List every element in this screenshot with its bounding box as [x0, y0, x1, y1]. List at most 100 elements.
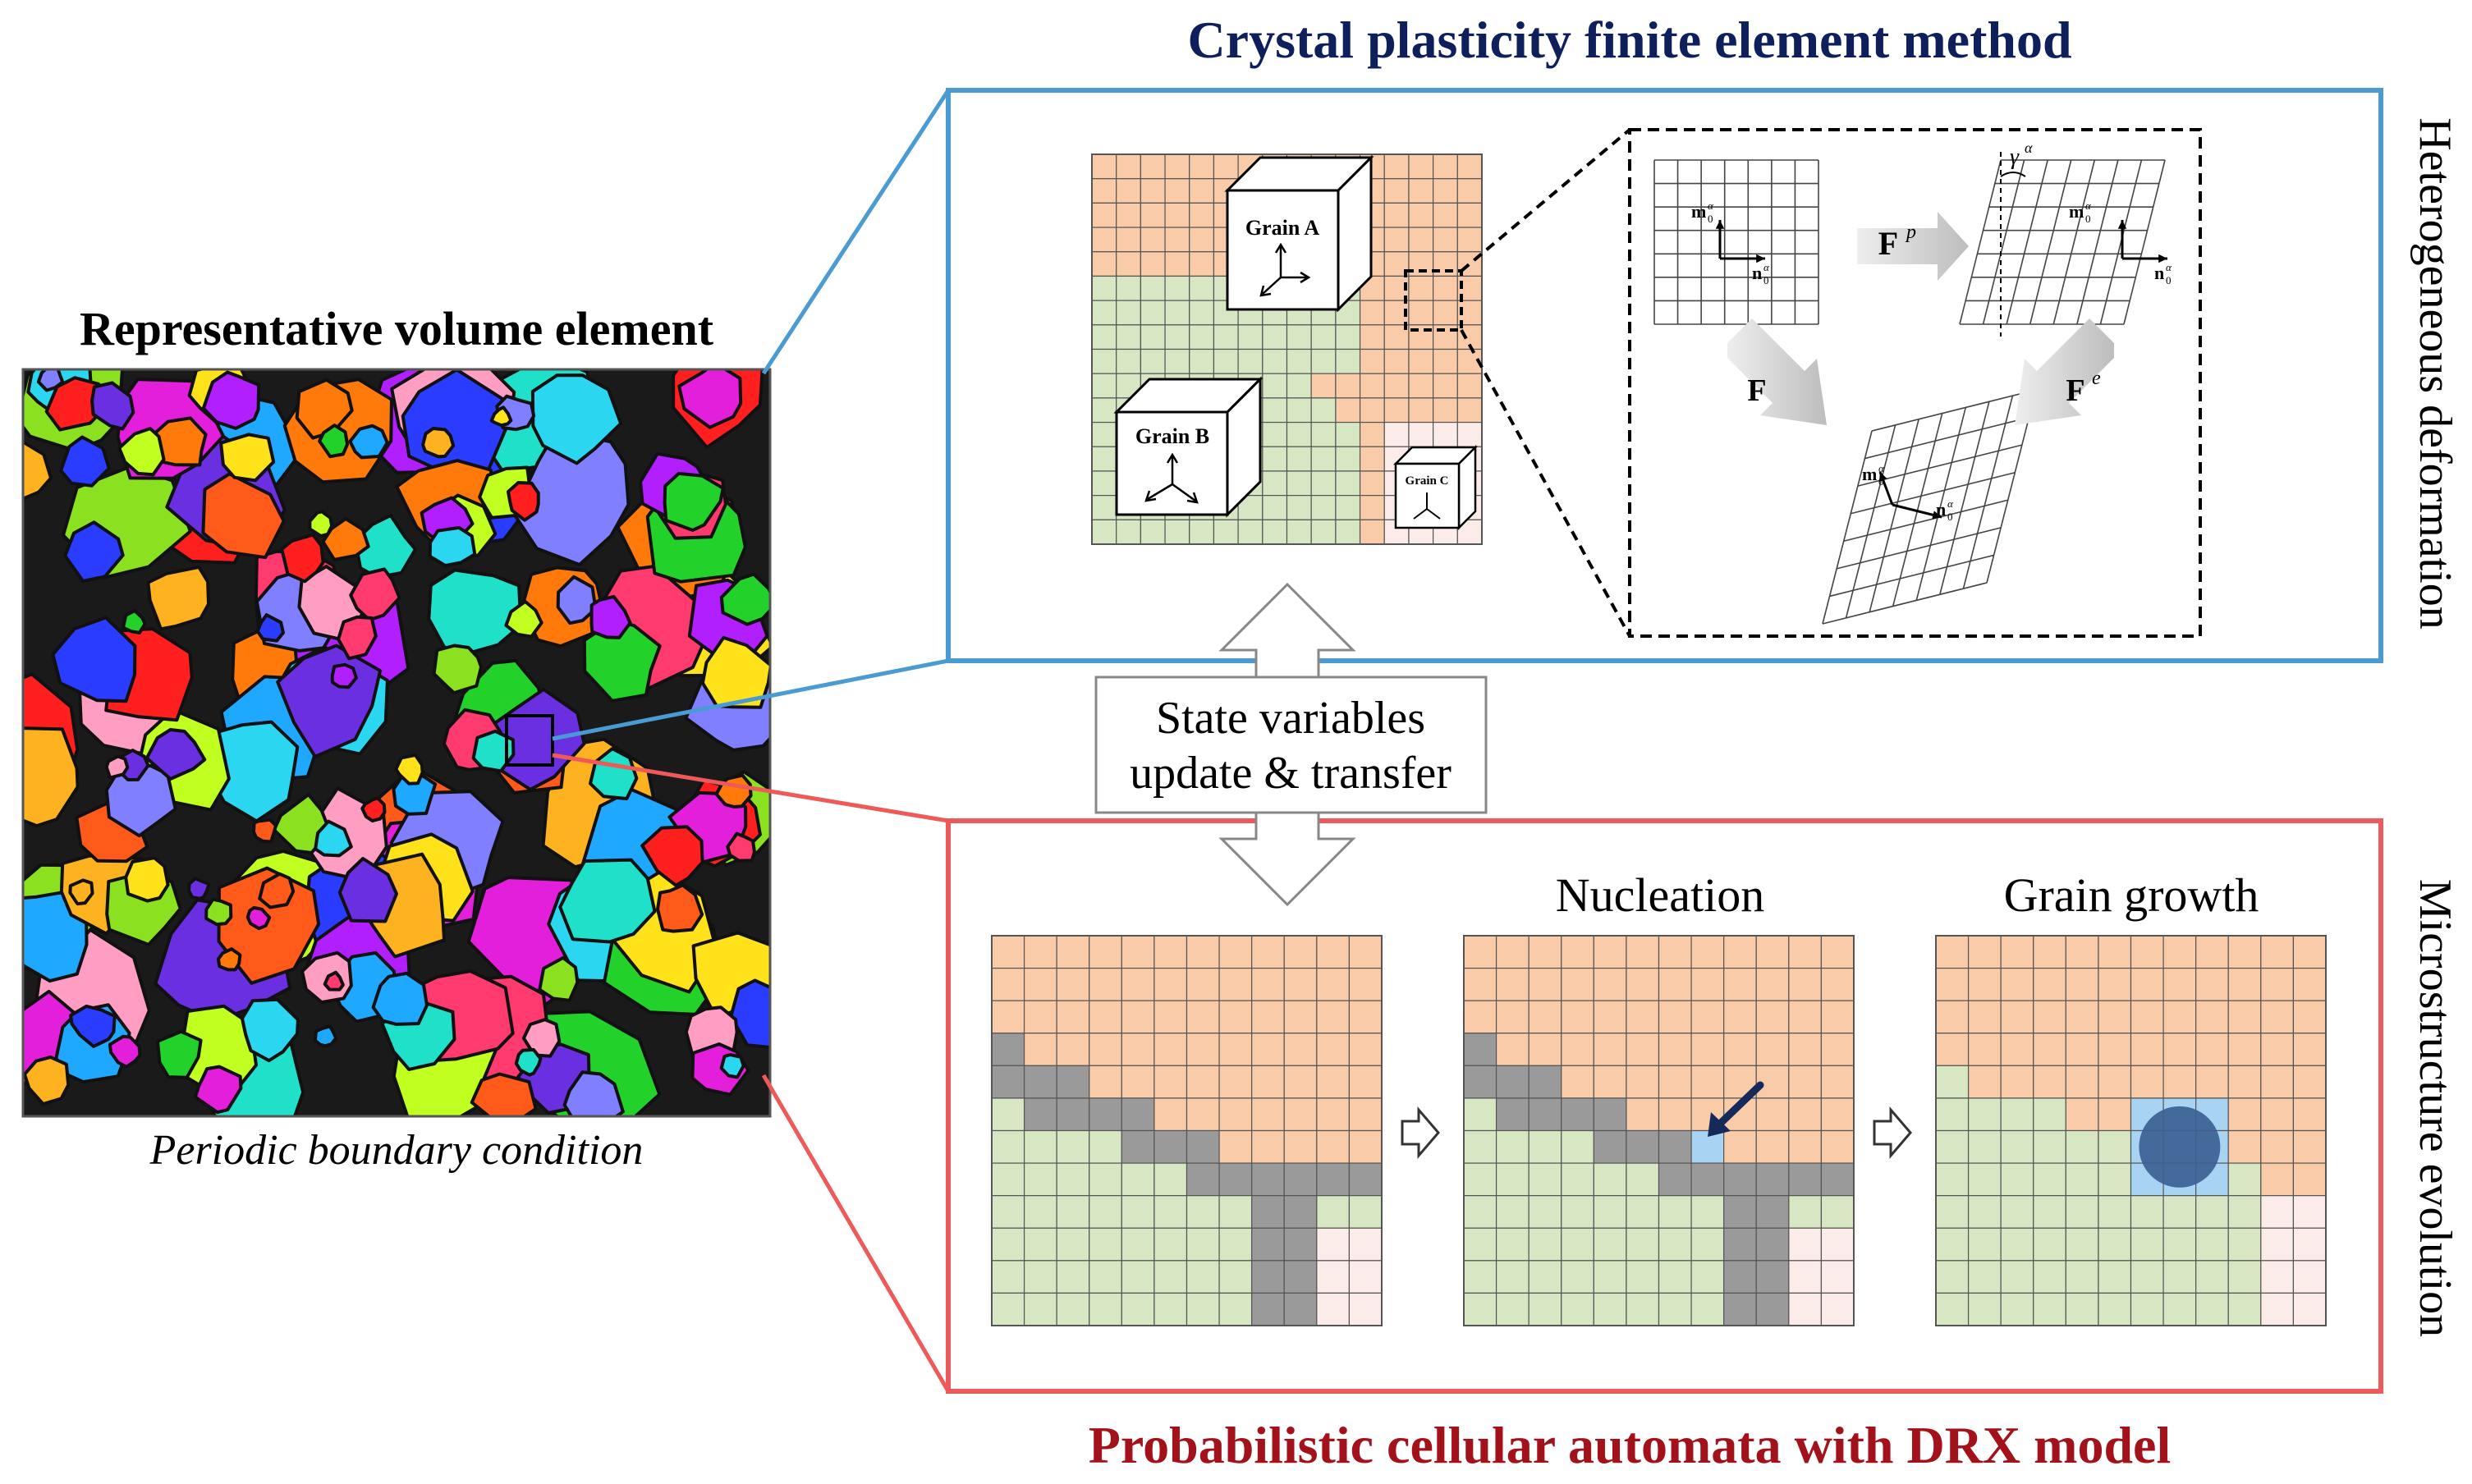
plastic-grid: [1959, 159, 2166, 325]
ca-cell: [1348, 1292, 1383, 1326]
ca-cell: [1626, 1129, 1660, 1164]
mesh-cell: [1116, 519, 1141, 545]
ca-cell: [1690, 1260, 1725, 1294]
ca-cell: [1495, 935, 1530, 969]
ca-cell: [2195, 967, 2229, 1001]
ca-cell: [2130, 967, 2164, 1001]
mesh-cell: [1116, 227, 1141, 253]
rve-grain: [68, 878, 94, 906]
connector-red-top: [552, 753, 949, 823]
ca-cell: [2000, 1097, 2034, 1132]
ca-cell: [1935, 967, 1970, 1001]
mesh-cell: [1213, 348, 1239, 374]
ca-cell: [1788, 1292, 1823, 1326]
ca-cell: [2098, 1260, 2132, 1294]
ca-cell: [2260, 1162, 2295, 1197]
mesh-cell: [1408, 373, 1434, 399]
mesh-cell: [1310, 421, 1337, 447]
ca-cell: [2195, 1000, 2229, 1034]
ca-cell: [1967, 935, 2002, 969]
shear-angle-label: γ α: [2010, 140, 2033, 170]
ca-cell: [1788, 1129, 1823, 1164]
m-sub: 0: [1708, 213, 1713, 225]
mesh-cell: [1433, 275, 1458, 301]
grid-line: [1869, 419, 1919, 612]
ca-cell: [2227, 935, 2262, 969]
mesh-cell: [1091, 300, 1117, 326]
rve-grain: [589, 747, 639, 801]
ca-cell: [1658, 1227, 1692, 1262]
ca-cell: [1593, 1097, 1627, 1132]
ca-cell: [2162, 1227, 2197, 1262]
ca-cell: [2065, 1260, 2099, 1294]
ca-cell: [991, 1292, 1025, 1326]
ca-cell: [2292, 1195, 2327, 1229]
m-sub: 0: [1878, 475, 1884, 488]
rve-grain: [700, 635, 770, 709]
ca-cell: [1723, 1292, 1757, 1326]
mesh-cell: [1213, 519, 1239, 545]
ca-cell: [1626, 935, 1660, 969]
ca-cell: [2065, 1129, 2099, 1164]
ca-cell: [2292, 1292, 2327, 1326]
mesh-cell: [1140, 251, 1166, 277]
rve-grain: [719, 572, 770, 626]
rve-grain: [371, 971, 429, 1026]
ca-cell: [1723, 1195, 1757, 1229]
ca-cell: [1690, 1129, 1725, 1164]
ca-cell: [1561, 1033, 1594, 1066]
ca-cell: [1528, 1065, 1562, 1099]
ca-cell: [1967, 1195, 2002, 1229]
grain-a-cube: Grain A: [1224, 154, 1374, 313]
ca-cell: [1658, 1292, 1692, 1326]
ca-cell: [1935, 1129, 1970, 1164]
ca-cell: [2130, 1000, 2164, 1034]
ca-cell: [1593, 1000, 1627, 1034]
ca-cell: [2065, 1227, 2099, 1262]
ca-cell: [1935, 1162, 1970, 1197]
ca-cell: [2000, 1033, 2034, 1066]
rve-grain: [194, 1065, 243, 1115]
mesh-cell: [1091, 251, 1117, 277]
ca-cell: [2227, 1000, 2262, 1034]
ca-cell: [1023, 1033, 1057, 1066]
mesh-cell: [1383, 202, 1410, 228]
ca-cell: [1121, 935, 1155, 969]
ca-cell: [1967, 1227, 2002, 1262]
n-sup: α: [1763, 261, 1770, 273]
ca-cell: [1495, 1195, 1530, 1229]
grid-line: [1982, 159, 2025, 325]
mesh-cell: [1433, 421, 1458, 447]
ca-cell: [1023, 1292, 1057, 1326]
ca-cell: [1528, 1195, 1562, 1229]
ca-cell: [1788, 967, 1823, 1001]
ca-cell: [2292, 1033, 2327, 1066]
ca-cell: [2227, 967, 2262, 1001]
ca-cell: [1089, 1260, 1122, 1294]
label-fp: F p: [1878, 222, 1916, 262]
ca-cell: [1755, 1000, 1790, 1034]
mesh-cell: [1164, 251, 1190, 277]
ca-cell: [1251, 1292, 1285, 1326]
ca-cell: [1967, 1260, 2002, 1294]
rve-grain: [241, 997, 300, 1063]
ca-cell: [1283, 1129, 1318, 1164]
ca-cell: [1528, 935, 1562, 969]
ca-cell: [1348, 1162, 1383, 1197]
mesh-cell: [1433, 153, 1458, 180]
rve-grain: [392, 770, 438, 816]
ca-cell: [1463, 1097, 1497, 1132]
ca-cell: [2033, 1195, 2066, 1229]
grain-c-cube: Grain C: [1392, 444, 1479, 531]
ca-cell: [2065, 1162, 2099, 1197]
ca-cell: [1820, 1097, 1855, 1132]
ca-cell: [1089, 1162, 1122, 1197]
ca-grid-growth: [1935, 935, 2327, 1326]
rve-grain: [36, 369, 65, 392]
ca-cell: [1089, 1227, 1122, 1262]
mesh-cell: [1310, 324, 1337, 350]
ca-cell: [1967, 1097, 2002, 1132]
rve-grain: [63, 520, 125, 583]
ca-cell: [2195, 1065, 2229, 1099]
rve-grain: [360, 796, 387, 823]
